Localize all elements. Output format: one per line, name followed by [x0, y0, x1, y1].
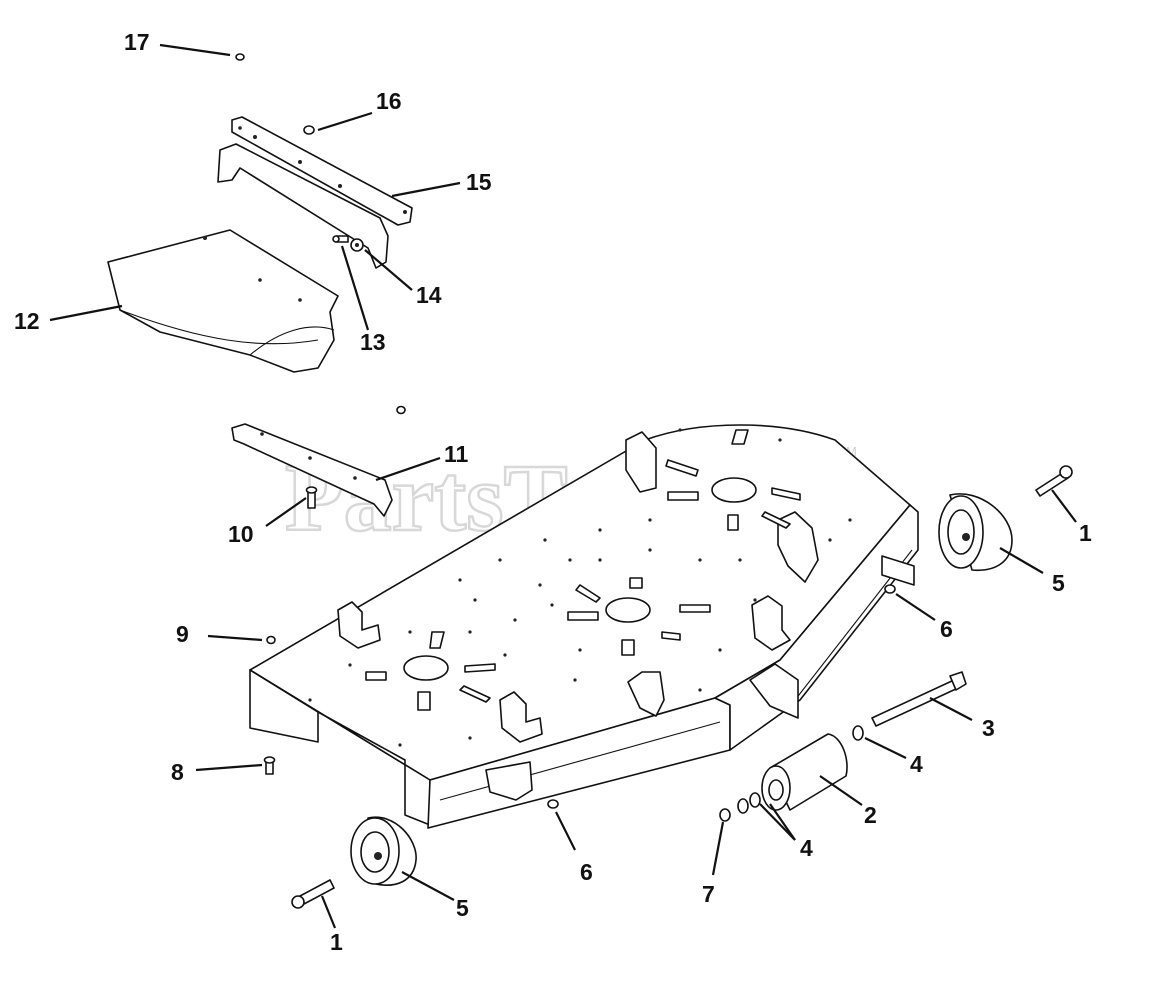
- mower-deck[interactable]: [249, 424, 919, 829]
- part-13-bolt[interactable]: [332, 235, 349, 243]
- part-6-nut-upper[interactable]: [884, 584, 896, 594]
- part-11-nut[interactable]: [396, 405, 406, 415]
- callout-3: 3: [982, 715, 995, 741]
- part-11-bracket[interactable]: [231, 423, 393, 517]
- callout-4-upper: 4: [910, 751, 923, 777]
- part-7-nut[interactable]: [719, 808, 731, 822]
- callout-16: 16: [376, 88, 402, 114]
- callout-1-upper: 1: [1079, 520, 1092, 546]
- leader-lines: [49, 43, 1077, 929]
- part-2-roller[interactable]: [761, 733, 848, 811]
- part-15-bracket[interactable]: [217, 116, 413, 269]
- callout-10: 10: [228, 521, 254, 547]
- part-1-axle-bolt-upper[interactable]: [1035, 465, 1073, 497]
- part-1-axle-bolt-lower[interactable]: [291, 879, 335, 909]
- callout-2: 2: [864, 802, 877, 828]
- callout-5-left: 5: [456, 895, 469, 921]
- part-14-washer[interactable]: [350, 238, 364, 252]
- callout-11: 11: [444, 441, 469, 467]
- callout-14: 14: [416, 282, 442, 308]
- callout-6-lower: 6: [580, 859, 593, 885]
- part-12-deflector[interactable]: [107, 229, 339, 373]
- part-4-washer-upper[interactable]: [852, 725, 864, 741]
- part-10-bolt[interactable]: [305, 486, 318, 509]
- part-16-nut[interactable]: [303, 125, 315, 135]
- callout-labels: 17 16 15 14 13 12 11 10 9 8 7 6 6 5 5 4 …: [14, 29, 1092, 955]
- callout-1-lower: 1: [330, 929, 343, 955]
- callout-7: 7: [702, 881, 715, 907]
- part-4-washers-lower[interactable]: [737, 792, 761, 814]
- callout-8: 8: [171, 759, 184, 785]
- part-8-bolt[interactable]: [263, 756, 276, 775]
- callout-17: 17: [124, 29, 150, 55]
- part-5-wheel-right[interactable]: [938, 493, 1013, 572]
- callout-5-right: 5: [1052, 570, 1065, 596]
- part-3-long-bolt[interactable]: [871, 671, 967, 727]
- part-9-nut[interactable]: [266, 635, 276, 645]
- callout-12: 12: [14, 308, 40, 334]
- callout-6-upper: 6: [940, 616, 953, 642]
- callout-13: 13: [360, 329, 386, 355]
- part-5-wheel-left[interactable]: [350, 816, 417, 886]
- callout-9: 9: [176, 621, 189, 647]
- callout-4-lower: 4: [800, 835, 813, 861]
- part-6-nut-lower[interactable]: [547, 799, 559, 809]
- part-17-nut[interactable]: [235, 53, 245, 61]
- callout-15: 15: [466, 169, 492, 195]
